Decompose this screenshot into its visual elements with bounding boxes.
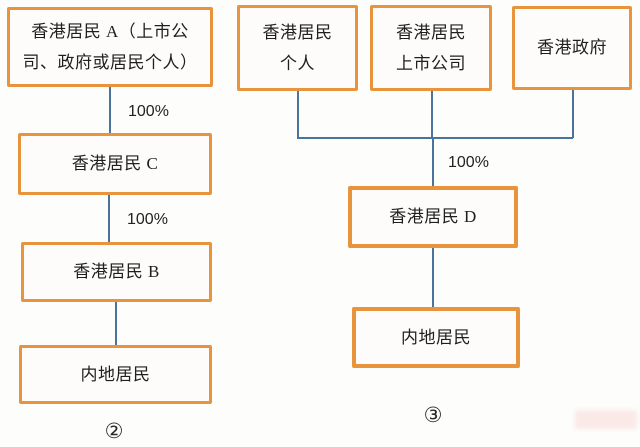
connector-merge-horizontal: [297, 137, 573, 139]
box-hk-resident-b: 香港居民 B: [21, 242, 212, 302]
box-hk-resident-a-label: 香港居民 A（上市公 司、政府或居民个人）: [22, 21, 198, 72]
ownership-pct-c-b: 100%: [127, 211, 168, 228]
box-hk-resident-d-label: 香港居民 D: [389, 207, 477, 227]
box-mainland-resident-left-label: 内地居民: [80, 364, 151, 384]
box-hk-resident-c-label: 香港居民 C: [71, 154, 159, 174]
box-hk-resident-individual: 香港居民 个人: [237, 5, 358, 91]
box-hk-resident-listed-company: 香港居民 上市公司: [370, 5, 492, 91]
connector-merge-to-d: [432, 138, 434, 186]
box-hk-government: 香港政府: [512, 6, 632, 90]
box-hk-resident-b-label: 香港居民 B: [73, 262, 160, 282]
box-mainland-resident-right: 内地居民: [352, 307, 520, 368]
box-hk-resident-individual-label: 香港居民 个人: [262, 22, 333, 73]
box-hk-resident-d: 香港居民 D: [348, 186, 518, 248]
box-hk-resident-c: 香港居民 C: [18, 133, 212, 195]
ownership-pct-d: 100%: [448, 154, 489, 171]
connector-listed-down: [431, 91, 433, 138]
box-mainland-resident-left: 内地居民: [19, 345, 212, 404]
connector-a-to-c: [109, 87, 111, 133]
box-mainland-resident-right-label: 内地居民: [401, 327, 471, 347]
box-hk-resident-listed-company-label: 香港居民 上市公司: [396, 22, 466, 73]
diagram-number-3: ③: [423, 403, 443, 427]
ownership-pct-a-c: 100%: [128, 103, 169, 120]
watermark-smudge: [575, 410, 637, 429]
connector-individual-down: [297, 91, 299, 138]
connector-b-to-mainland: [115, 302, 117, 345]
connector-d-to-mainland: [432, 248, 434, 307]
connector-c-to-b: [108, 195, 110, 242]
diagram-number-2: ②: [104, 419, 124, 443]
box-hk-government-label: 香港政府: [537, 38, 607, 58]
box-hk-resident-a: 香港居民 A（上市公 司、政府或居民个人）: [7, 7, 213, 87]
connector-government-down: [572, 90, 574, 138]
